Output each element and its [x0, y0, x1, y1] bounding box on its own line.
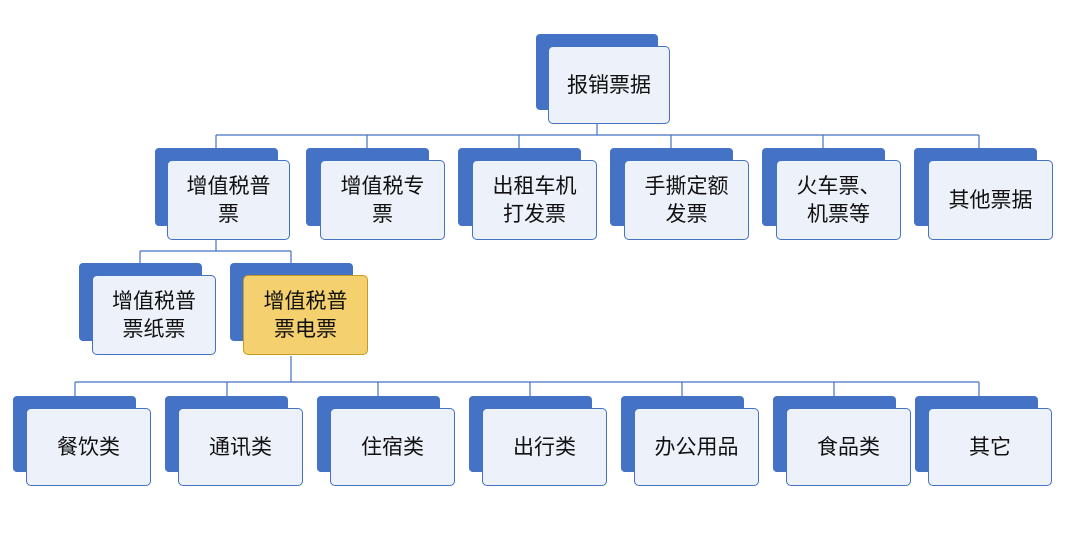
node-taxi-invoice-label: 出租车机 打发票 — [492, 174, 577, 226]
node-food-label: 食品类 — [817, 435, 880, 459]
node-other-receipts-label: 其他票据 — [948, 188, 1033, 212]
node-vat-general-label: 增值税普 票 — [186, 174, 271, 226]
node-telecom-label: 通讯类 — [209, 435, 272, 459]
node-office-supplies-label: 办公用品 — [654, 435, 739, 459]
node-root-label: 报销票据 — [567, 73, 651, 97]
node-travel-label: 出行类 — [513, 435, 576, 459]
node-vat-electronic-label: 增值税普 票电票 — [263, 289, 348, 341]
node-quota-invoice-label: 手撕定额 发票 — [644, 174, 729, 226]
node-vat-paper-label: 增值税普 票纸票 — [112, 289, 196, 341]
node-dining-label: 餐饮类 — [57, 435, 120, 459]
node-other-label: 其它 — [969, 435, 1011, 459]
node-train-flight-label: 火车票、 机票等 — [796, 174, 881, 226]
node-lodging-label: 住宿类 — [361, 435, 424, 459]
node-vat-special-label: 增值税专 票 — [340, 174, 425, 226]
